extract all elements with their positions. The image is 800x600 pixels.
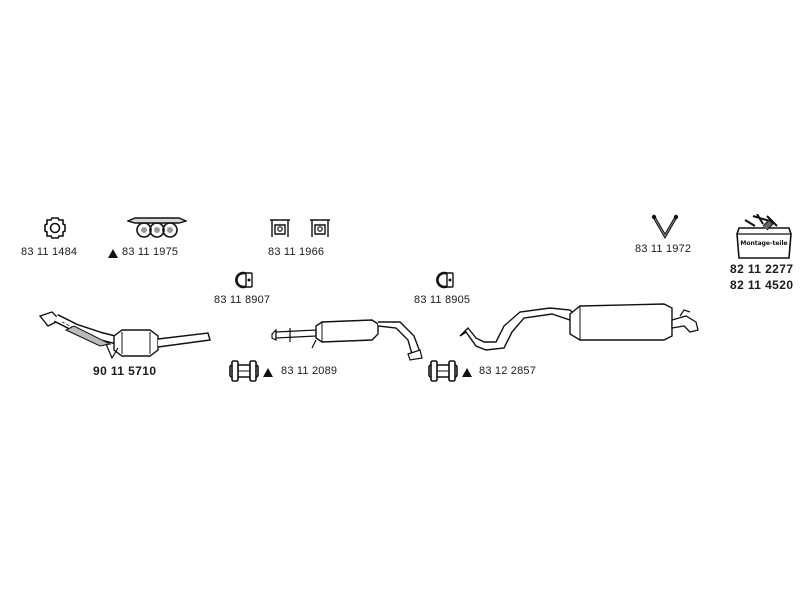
exhaust-system-drawing: [0, 290, 800, 370]
part-number-gasket: 83 11 1484: [21, 246, 78, 258]
part-number-front-pipe: 90 11 5710: [93, 364, 157, 378]
toolbox-label: Montage-teile: [740, 240, 787, 247]
gasket-icon: [44, 217, 66, 239]
part-number-ring-clamp-2: 83 11 8905: [414, 294, 471, 306]
triangle-icon: [263, 368, 273, 377]
hanger-icon: [268, 217, 332, 239]
part-number-v-clamp: 83 11 1972: [635, 243, 692, 255]
sleeve-clamp-icon: [428, 360, 458, 382]
triangle-icon: [108, 249, 118, 258]
sleeve-clamp-icon: [229, 360, 259, 382]
part-number-gasket-set: 83 11 1975: [122, 246, 179, 258]
center-silencer-icon: [271, 319, 423, 361]
part-number-hangers: 83 11 1966: [268, 246, 325, 258]
triangle-icon: [462, 368, 472, 377]
gasket-set-icon: [127, 217, 187, 239]
ring-clamp-icon: [232, 270, 254, 290]
v-clamp-icon: [651, 214, 679, 240]
rear-silencer-icon: [459, 303, 699, 351]
part-number-sleeve-clamp-1: 83 11 2089: [281, 365, 338, 377]
part-number-kit-1: 82 11 2277: [730, 262, 794, 276]
ring-clamp-icon: [433, 270, 455, 290]
toolbox-icon: Montage-teile: [733, 214, 795, 262]
part-number-ring-clamp-1: 83 11 8907: [214, 294, 271, 306]
part-number-kit-2: 82 11 4520: [730, 278, 794, 292]
part-number-sleeve-clamp-2: 83 12 2857: [479, 365, 537, 377]
front-pipe-catalyst-icon: [38, 311, 211, 360]
